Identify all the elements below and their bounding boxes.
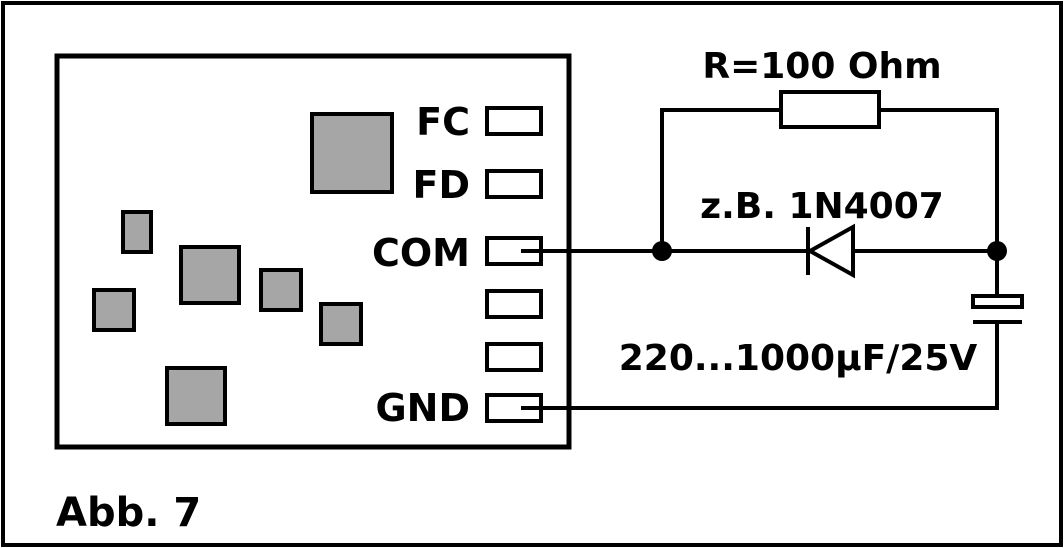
- pin-label-fc: FC: [416, 100, 470, 144]
- board-components: [92, 112, 394, 426]
- junction-right: [987, 241, 1007, 261]
- chip-large: [310, 112, 394, 194]
- capacitor-label: 220...1000µF/25V: [619, 338, 978, 379]
- pin-label-com: COM: [372, 231, 470, 275]
- pin-fd: [485, 169, 543, 199]
- diode-triangle: [805, 223, 855, 279]
- pin-label-gnd: GND: [375, 386, 470, 430]
- pin-4: [485, 289, 543, 319]
- pin-5: [485, 342, 543, 372]
- chip-medium-5: [165, 366, 227, 426]
- chip-small-1: [121, 210, 153, 254]
- resistor-label: R=100 Ohm: [702, 46, 941, 87]
- resistor: [779, 90, 881, 129]
- pin-label-fd: FD: [412, 163, 470, 207]
- resistor-wire-left: [660, 108, 781, 251]
- chip-medium-1: [179, 245, 241, 305]
- cap-wire-bottom: [521, 323, 999, 410]
- decoder-pins: [485, 106, 543, 423]
- junction-left: [652, 241, 672, 261]
- chip-medium-2: [259, 268, 303, 312]
- pin-fc: [485, 106, 543, 136]
- chip-medium-4: [92, 288, 136, 332]
- capacitor-plate-top: [971, 294, 1024, 309]
- diode: [805, 223, 855, 279]
- capacitor: [971, 294, 1024, 324]
- resistor-wire-right: [879, 108, 999, 251]
- diode-label: z.B. 1N4007: [700, 186, 944, 227]
- chip-medium-3: [319, 302, 363, 346]
- figure-label: Abb. 7: [56, 490, 201, 536]
